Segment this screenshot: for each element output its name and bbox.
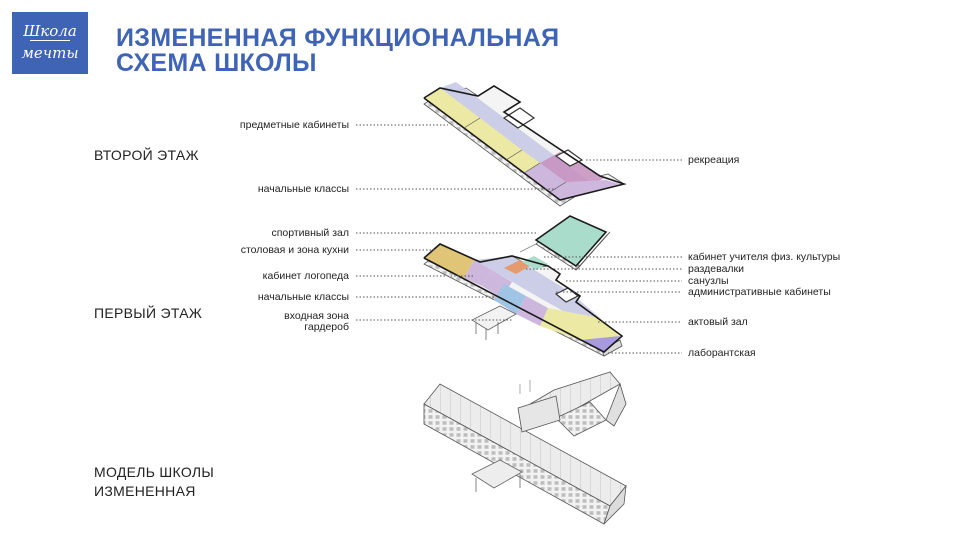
title-line-2: СХЕМА ШКОЛЫ: [116, 49, 317, 77]
label-gym: спортивный зал: [271, 227, 349, 239]
first-floor-plan: [423, 243, 624, 357]
room-corridor-1: [474, 256, 600, 324]
title-line-1: ИЗМЕНЕННАЯ ФУНКЦИОНАЛЬНАЯ: [116, 24, 560, 52]
page-title: ИЗМЕНЕННАЯ ФУНКЦИОНАЛЬНАЯ СХЕМА ШКОЛЫ: [116, 26, 676, 76]
leader-lines: [356, 124, 682, 354]
label-assembly-hall: актовый зал: [688, 316, 748, 328]
room-primary-2: [550, 180, 620, 200]
label-entrance-line-1: входная зона: [284, 310, 349, 322]
room-recreation: [540, 152, 604, 186]
label-admin-offices: административные кабинеты: [688, 286, 831, 298]
school-logo: Школа мечты: [12, 12, 88, 74]
label-speech-therapist: кабинет логопеда: [262, 270, 349, 282]
label-canteen: столовая и зона кухни: [240, 244, 349, 256]
label-primary-classes-2nd: начальные классы: [257, 183, 349, 195]
school-model-3d: [423, 371, 627, 525]
gym-plan: [519, 215, 611, 271]
entrance-porch: [471, 305, 517, 340]
label-locker-rooms: раздевалки: [688, 263, 744, 275]
label-subject-rooms: предметные кабинеты: [239, 119, 349, 131]
room-subject-3: [506, 150, 540, 173]
room-gym: [534, 215, 608, 268]
second-floor-plan: [423, 82, 627, 207]
logo-underline: [30, 40, 70, 41]
logo-line-2: мечты: [21, 44, 79, 62]
section-first-floor: ПЕРВЫЙ ЭТАЖ: [94, 305, 203, 321]
section-school-model: МОДЕЛЬ ШКОЛЫ ИЗМЕНЕННАЯ: [94, 464, 215, 499]
label-entrance-line-2: гардероб: [304, 321, 349, 333]
label-primary-classes-1st: начальные классы: [257, 291, 349, 303]
section-second-floor: ВТОРОЙ ЭТАЖ: [94, 147, 199, 163]
room-small-2: [502, 107, 536, 129]
room-primary-1: [524, 163, 566, 192]
label-pe-teacher: кабинет учителя физ. культуры: [688, 251, 841, 263]
room-subject-2: [464, 118, 522, 160]
room-lab: [580, 336, 620, 352]
room-canteen: [424, 244, 474, 278]
room-locker: [504, 260, 530, 274]
room-speech: [464, 260, 492, 286]
label-recreation: рекреация: [688, 154, 740, 166]
label-lab: лаборантская: [688, 347, 756, 359]
room-assembly: [540, 308, 620, 340]
logo-line-1: Школа: [23, 22, 77, 40]
room-subject-1: [424, 88, 480, 128]
label-restrooms: санузлы: [688, 275, 729, 287]
room-restroom: [554, 287, 580, 303]
